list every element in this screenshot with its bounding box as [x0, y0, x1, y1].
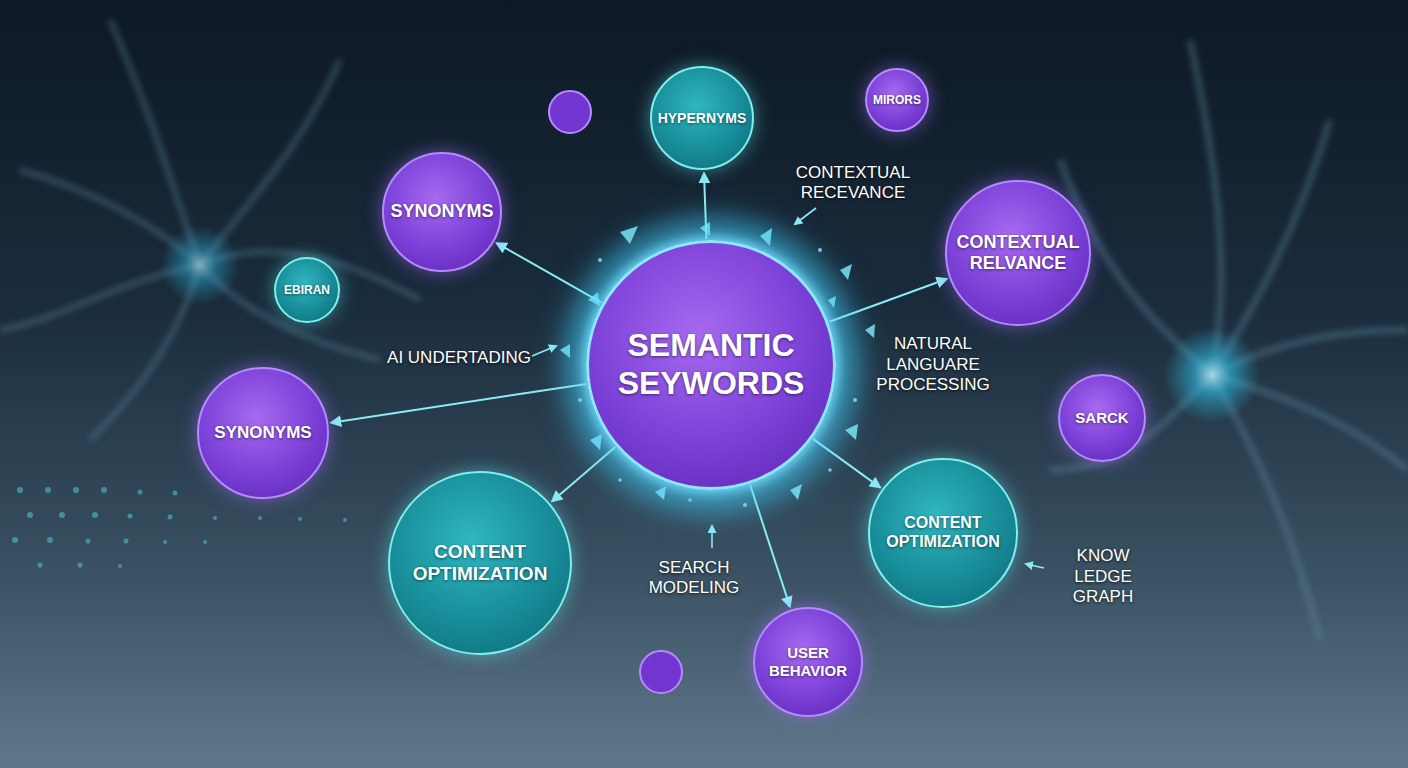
circle-text: SYNONYMS	[390, 201, 493, 222]
circle-content: SYNONYMS	[390, 201, 493, 222]
connector-arrow	[829, 279, 946, 322]
topic-circle: USER BEHAVIOR	[753, 607, 864, 718]
circle-content: HYPERNYMS	[658, 110, 747, 127]
circle-content: SEMANTIC SEYWORDS	[611, 327, 811, 403]
center-glow	[561, 215, 861, 515]
circle-content: CONTENT OPTIMIZATION	[878, 514, 1008, 552]
topic-circle: CONTENT OPTIMIZATION	[868, 458, 1017, 607]
circle-content: CONTEXTUAL RELVANCE	[955, 232, 1080, 274]
floating-label: AI UNDERTADING	[384, 348, 534, 368]
decor-bubble	[640, 651, 682, 693]
leader-arrow	[795, 208, 816, 224]
floating-label: SEARCH MODELING	[644, 558, 744, 599]
decor-bubble	[549, 91, 591, 133]
circle-content: SARCK	[1075, 409, 1128, 427]
circle-text: SEMANTIC SEYWORDS	[611, 327, 811, 403]
topic-circle: CONTENT OPTIMIZATION	[388, 471, 572, 655]
sparkle-fragments	[560, 222, 875, 507]
circle-text: CONTENT OPTIMIZATION	[400, 541, 560, 586]
topic-circle: HYPERNYMS	[650, 66, 755, 171]
neuron-glow	[160, 225, 240, 305]
connector-arrow	[552, 447, 615, 501]
circle-text: SYNONYMS	[214, 423, 311, 443]
topic-circle: SYNONYMS	[382, 152, 502, 272]
connector-arrow	[813, 439, 880, 488]
topic-circle: SARCK	[1058, 374, 1146, 462]
neuron-left	[0, 20, 420, 440]
connector-arrow	[331, 384, 586, 423]
circle-text: EBIRAN	[284, 283, 330, 297]
circle-text: SARCK	[1075, 409, 1128, 427]
topic-circle: MIRORS	[865, 68, 929, 132]
floating-label: CONTEXTUAL RECEVANCE	[788, 163, 918, 204]
circle-text: MIRORS	[873, 93, 921, 107]
central-circle: SEMANTIC SEYWORDS	[586, 240, 836, 490]
connector-arrow	[750, 485, 790, 607]
circle-text: USER BEHAVIOR	[763, 644, 853, 679]
leader-arrow	[1026, 564, 1044, 568]
circle-content: CONTENT OPTIMIZATION	[400, 541, 560, 586]
neuron-glow	[1164, 327, 1260, 423]
circle-content: USER BEHAVIOR	[763, 644, 853, 679]
connector-arrow	[704, 173, 706, 239]
floating-label: NATURAL LANGUARE PROCESSING	[868, 334, 998, 395]
circle-text: HYPERNYMS	[658, 110, 747, 127]
circle-content: EBIRAN	[284, 283, 330, 297]
connector-arrow	[497, 243, 602, 303]
leader-arrow	[711, 526, 713, 548]
circle-content: MIRORS	[873, 93, 921, 107]
leader-arrow	[532, 346, 556, 356]
topic-circle: EBIRAN	[274, 257, 340, 323]
topic-circle: SYNONYMS	[197, 367, 329, 499]
data-dots	[12, 487, 347, 568]
floating-label: KNOW LEDGE GRAPH	[1048, 546, 1158, 607]
circle-text: CONTEXTUAL RELVANCE	[955, 232, 1080, 274]
circle-content: SYNONYMS	[214, 423, 311, 443]
topic-circle: CONTEXTUAL RELVANCE	[945, 180, 1091, 326]
circle-text: CONTENT OPTIMIZATION	[878, 514, 1008, 552]
